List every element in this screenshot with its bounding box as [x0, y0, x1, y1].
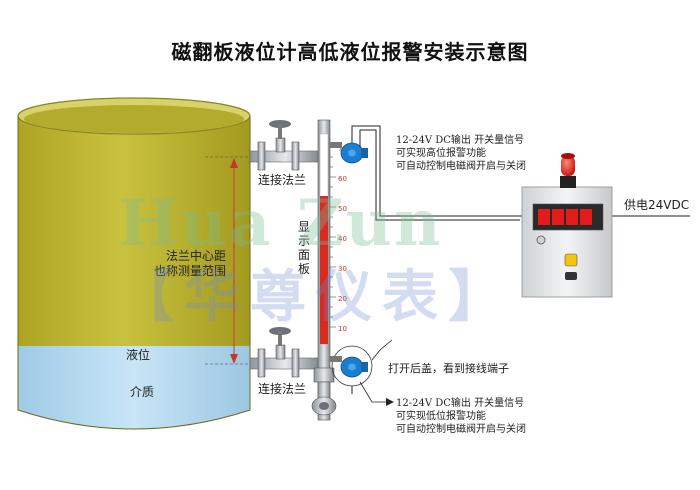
tank-outline — [17, 116, 251, 430]
low-level-switch — [330, 345, 373, 387]
top-flange-assembly — [249, 120, 321, 171]
gauge-red-column — [320, 196, 328, 344]
scale-number: 60 — [338, 175, 347, 183]
level-gauge — [311, 119, 337, 421]
measuring-range-label: 也称测量范围 — [154, 264, 227, 278]
low-alarm-notes: 12-24V DC输出 开关量信号 可实现低位报警功能 可自动控制电磁阀开启与关… — [396, 397, 526, 436]
tank-liquid-lower — [18, 346, 250, 429]
scale-number: 20 — [338, 295, 347, 303]
alarm-control-box — [521, 186, 613, 298]
scale-number: 30 — [338, 265, 347, 273]
watermark-latin: Hua Zun — [118, 186, 443, 261]
center-distance-label: 法兰中心距 — [166, 249, 227, 263]
tank-liquid-upper — [18, 116, 250, 346]
power-supply-label: 供电24VDC — [624, 198, 690, 212]
liquid-level-label: 液位 — [126, 348, 151, 362]
flange-top-label: 连接法兰 — [258, 173, 307, 187]
pointer-lines — [359, 339, 393, 403]
alarm-lamp — [560, 153, 576, 188]
bottom-flange-assembly — [249, 327, 321, 378]
note-line: 12-24V DC输出 开关量信号 — [396, 398, 525, 409]
medium-label: 介质 — [130, 385, 155, 399]
note-line: 12-24V DC输出 开关量信号 — [396, 135, 525, 146]
high-alarm-notes: 12-24V DC输出 开关量信号 可实现高位报警功能 可自动控制电磁阀开启与关… — [396, 134, 526, 173]
page-title: 磁翻板液位计高低液位报警安装示意图 — [171, 40, 529, 64]
flange-bottom-label: 连接法兰 — [258, 382, 307, 396]
tank-top-inner — [24, 105, 244, 133]
note-line: 可实现低位报警功能 — [396, 411, 486, 422]
scale-number: 50 — [338, 205, 347, 213]
note-line: 可实现高位报警功能 — [396, 148, 486, 159]
watermark-cjk: 【华尊仪表】 — [118, 264, 514, 330]
tank — [17, 97, 251, 430]
display-panel-label: 显示面板 — [298, 220, 311, 276]
note-line: 可自动控制电磁阀开启与关闭 — [396, 424, 526, 435]
note-line: 可自动控制电磁阀开启与关闭 — [396, 161, 526, 172]
wiring — [351, 125, 690, 394]
pointer-arrow — [386, 398, 394, 406]
range-marker — [230, 158, 238, 364]
scale-number: 40 — [338, 235, 347, 243]
scale-number: 10 — [338, 325, 347, 333]
open-cover-note: 打开后盖，看到接线端子 — [388, 362, 509, 375]
high-level-switch — [330, 142, 368, 164]
